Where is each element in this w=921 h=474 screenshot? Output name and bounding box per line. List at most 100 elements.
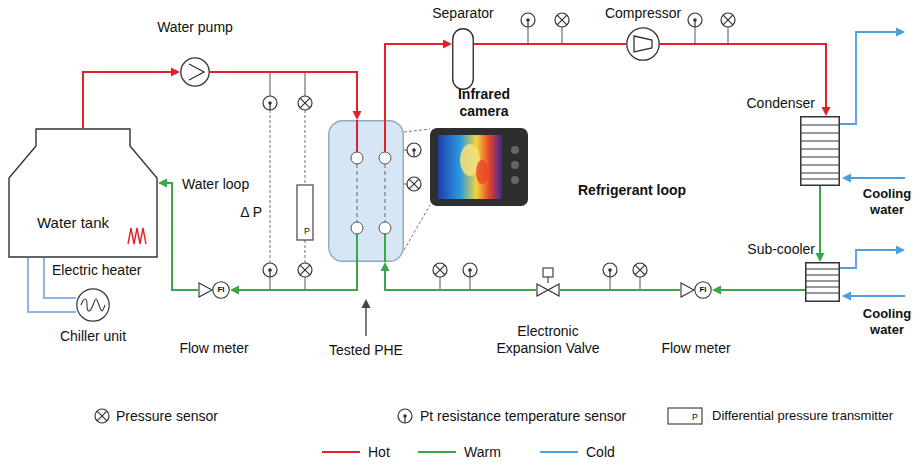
arrowhead bbox=[353, 111, 362, 120]
compressor: Compressor bbox=[626, 27, 660, 61]
signal-line bbox=[270, 110, 430, 263]
cooling-water-arrowhead bbox=[842, 28, 905, 301]
pipe-line bbox=[720, 289, 805, 291]
temperature-sensor bbox=[263, 96, 277, 110]
pipe-connector bbox=[83, 68, 180, 129]
shape-outline bbox=[800, 116, 840, 186]
shape-outline bbox=[328, 120, 404, 262]
shape-outline bbox=[680, 281, 712, 299]
pipe-line bbox=[385, 270, 536, 290]
plate-heat-exchanger: Tested PHE bbox=[328, 120, 404, 262]
pipe-connector bbox=[816, 186, 825, 262]
pipe-line bbox=[385, 44, 444, 120]
legend-label: Pressure sensor bbox=[116, 408, 218, 425]
legend-label: Hot bbox=[368, 444, 390, 461]
shape-outline bbox=[452, 28, 474, 90]
component-label: Separator bbox=[418, 5, 508, 22]
pipe-line bbox=[166, 183, 198, 290]
pressure-sensor bbox=[555, 13, 569, 27]
pipe-connector bbox=[712, 286, 805, 295]
loop-label: Refrigerant loop bbox=[578, 182, 686, 199]
temperature-sensor bbox=[463, 263, 477, 277]
arrowhead bbox=[230, 286, 239, 295]
arrowhead bbox=[443, 40, 452, 49]
flow-meter: FIFlow meter bbox=[198, 281, 230, 299]
arrowhead bbox=[158, 179, 167, 188]
pressure-sensor bbox=[407, 177, 421, 191]
shape-outline bbox=[76, 288, 110, 322]
temperature-sensor bbox=[688, 13, 702, 27]
expansion-valve: Electronic Expansion Valve bbox=[536, 283, 560, 297]
water-pump: Water pump bbox=[180, 57, 210, 87]
pipe-connector bbox=[385, 40, 452, 121]
flow-label: Cooling water bbox=[856, 186, 918, 217]
legend-label: Cold bbox=[586, 444, 615, 461]
component-label: Water pump bbox=[150, 19, 240, 36]
arrowhead bbox=[822, 107, 831, 116]
component-label: Tested PHE bbox=[316, 342, 416, 359]
instrument-tag: FI bbox=[694, 281, 712, 299]
cooling-water-line bbox=[840, 32, 905, 296]
eev-actuator bbox=[543, 268, 553, 283]
arrowhead bbox=[171, 68, 180, 77]
legend-hot-line bbox=[322, 451, 360, 453]
component-label: Condenser bbox=[700, 95, 815, 112]
pressure-sensor bbox=[721, 13, 735, 27]
signal-label: Δ P bbox=[226, 204, 262, 221]
pressure-sensor bbox=[298, 96, 312, 110]
shape-outline bbox=[8, 128, 158, 258]
legend-cold-line bbox=[540, 451, 578, 453]
legend-label: Warm bbox=[464, 444, 501, 461]
arrowhead bbox=[381, 262, 390, 271]
sensor-stub bbox=[270, 27, 728, 290]
dp-transmitter-symbol bbox=[297, 185, 313, 240]
component-label: Infrared camera bbox=[432, 86, 536, 120]
pipe-line bbox=[560, 289, 680, 291]
flow-label: Cooling water bbox=[856, 306, 918, 337]
pressure-sensor bbox=[633, 263, 647, 277]
pressure-sensor bbox=[298, 263, 312, 277]
infrared-camera-picture bbox=[430, 128, 528, 206]
shape-outline bbox=[805, 262, 840, 302]
pipe-connector bbox=[230, 262, 357, 295]
component-label: Flow meter bbox=[169, 340, 259, 357]
pipe-line bbox=[210, 72, 357, 112]
component-label: Water tank bbox=[8, 214, 138, 232]
arrowhead bbox=[816, 253, 825, 262]
pipe-line bbox=[474, 43, 626, 45]
condenser: Condenser bbox=[800, 116, 840, 186]
pointer-arrow bbox=[362, 299, 371, 336]
symbol-letter: P bbox=[692, 412, 698, 423]
temperature-sensor bbox=[603, 263, 617, 277]
legend-label: Pt resistance temperature sensor bbox=[420, 408, 626, 425]
sub-cooler: Sub-cooler bbox=[805, 262, 840, 302]
pipe-connector bbox=[474, 44, 626, 45]
legend-warm-line bbox=[418, 451, 456, 453]
loop-label: Water loop bbox=[182, 176, 249, 193]
shape-outline bbox=[180, 57, 210, 87]
pipe-connector bbox=[660, 44, 831, 116]
shape-outline bbox=[536, 283, 560, 297]
temperature-sensor bbox=[521, 13, 535, 27]
pipe-line bbox=[83, 72, 172, 128]
component-label: Chiller unit bbox=[48, 328, 138, 345]
pipe-connector bbox=[381, 262, 537, 290]
separator-vessel: Separator bbox=[452, 28, 474, 90]
pipe-connector bbox=[158, 179, 198, 291]
temperature-sensor bbox=[263, 263, 277, 277]
flow-meter: FIFlow meter bbox=[680, 281, 712, 299]
instrument-tag: FI bbox=[212, 281, 230, 299]
pressure-sensor bbox=[433, 263, 447, 277]
component-label: Sub-cooler bbox=[705, 241, 815, 258]
component-label: Compressor bbox=[598, 5, 688, 22]
shape-outline bbox=[626, 27, 660, 61]
pipe-line bbox=[819, 186, 821, 254]
arrowhead bbox=[712, 286, 721, 295]
component-label: Electric heater bbox=[52, 262, 141, 279]
shape-outline bbox=[198, 281, 230, 299]
electric-heater-symbol bbox=[128, 228, 146, 244]
legend-pressure-symbol bbox=[95, 409, 109, 423]
legend-temperature-symbol bbox=[398, 409, 412, 423]
legend-label: Differential pressure transmitter bbox=[712, 408, 893, 424]
